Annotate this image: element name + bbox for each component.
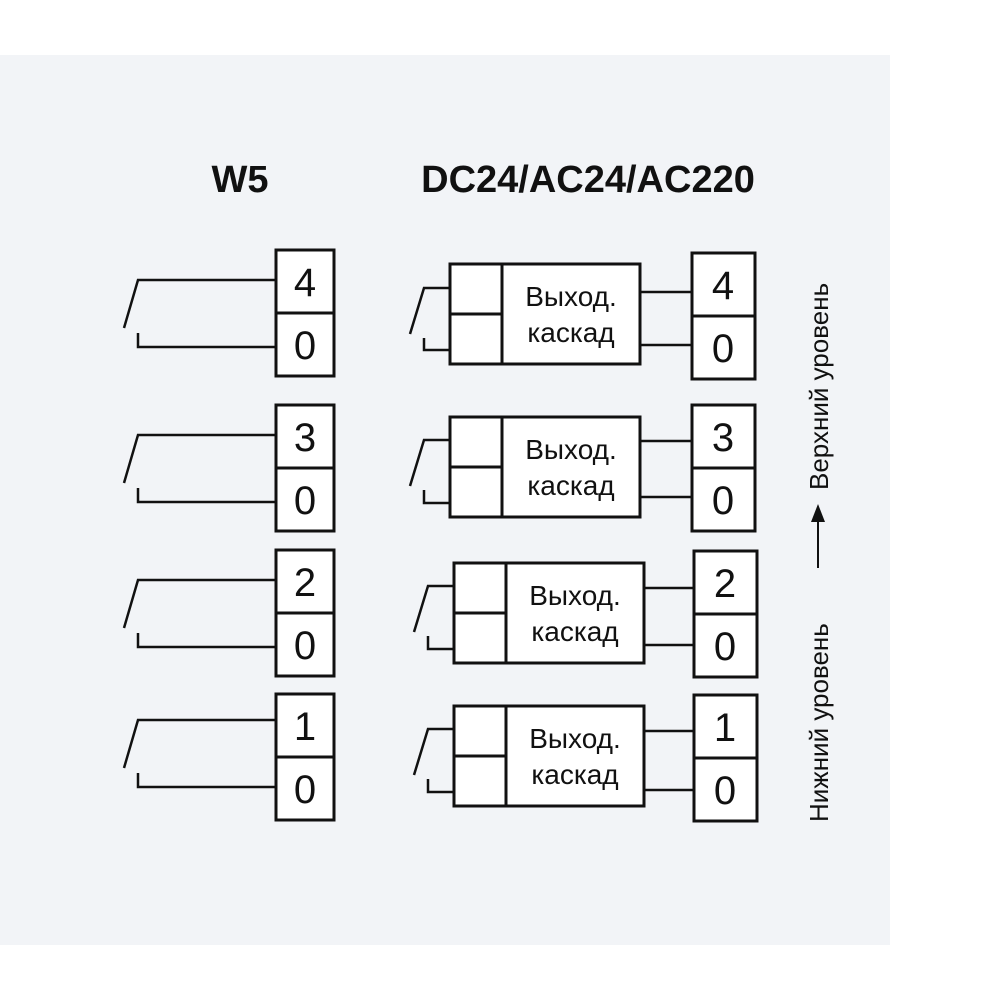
input-terminal-top (452, 704, 508, 758)
terminal-top (274, 248, 336, 315)
terminal-bottom-label: 0 (712, 479, 734, 523)
terminal-bottom (692, 612, 759, 679)
output-stage-box (504, 561, 646, 665)
terminal-bottom (690, 314, 757, 381)
input-terminal-top (448, 262, 504, 316)
terminal-top (274, 692, 336, 759)
switch-contact (412, 584, 454, 633)
terminal-bottom-label: 0 (714, 769, 736, 813)
output-stage-line2: каскад (531, 616, 618, 647)
input-terminal-bottom (448, 465, 504, 519)
terminal-bottom (274, 466, 336, 533)
w5-channel-row: 3 0 (122, 403, 336, 533)
switch-return (136, 633, 276, 649)
output-stage-line1: Выход. (529, 580, 621, 611)
output-stage-line2: каскад (527, 470, 614, 501)
w5-channel-row: 2 0 (122, 548, 336, 678)
terminal-top-label: 3 (712, 416, 734, 460)
terminal-top (692, 549, 759, 616)
terminal-top (692, 693, 759, 760)
output-channel-row: Выход. каскад 3 0 (408, 403, 757, 533)
switch-return (136, 488, 276, 504)
switch-return (422, 338, 450, 352)
terminal-bottom-label: 0 (294, 624, 316, 668)
input-terminal-top (452, 561, 508, 615)
switch-return (426, 636, 454, 651)
terminal-top (690, 403, 757, 470)
switch-contact (408, 438, 450, 487)
terminal-top (690, 251, 757, 318)
terminal-top-label: 1 (294, 705, 316, 749)
switch-return (426, 779, 454, 794)
switch-contact (122, 433, 276, 484)
output-stage-line2: каскад (531, 759, 618, 790)
output-channel-row: Выход. каскад 2 0 (412, 549, 759, 679)
arrow-up-icon (811, 504, 825, 522)
input-terminal-top (448, 415, 504, 469)
w5-channel-row: 4 0 (122, 248, 336, 378)
switch-contact (408, 286, 450, 335)
terminal-bottom (274, 611, 336, 678)
terminal-bottom-label: 0 (294, 324, 316, 368)
switch-return (422, 490, 450, 505)
terminal-bottom-label: 0 (714, 625, 736, 669)
output-channel-row: Выход. каскад 4 0 (408, 251, 757, 381)
terminal-bottom-label: 0 (294, 479, 316, 523)
input-terminal-bottom (452, 611, 508, 665)
switch-contact (122, 578, 276, 629)
terminal-top (274, 403, 336, 470)
switch-contact (122, 718, 276, 769)
terminal-bottom-label: 0 (712, 327, 734, 371)
w5-channel-row: 1 0 (122, 692, 336, 822)
switch-return (136, 333, 276, 349)
title-w5: W5 (212, 159, 269, 201)
output-stage-box (504, 704, 646, 808)
terminal-top-label: 4 (712, 264, 734, 308)
axis-lower-label: Нижний уровень (804, 623, 834, 822)
input-terminal-bottom (452, 754, 508, 808)
switch-contact (412, 727, 454, 776)
terminal-bottom (274, 311, 336, 378)
terminal-bottom (690, 466, 757, 533)
terminal-bottom-label: 0 (294, 768, 316, 812)
output-stage-line1: Выход. (525, 281, 617, 312)
terminal-top-label: 2 (714, 562, 736, 606)
axis-upper-label: Верхний уровень (804, 283, 834, 490)
title-voltage: DC24/AC24/AC220 (421, 159, 755, 201)
output-stage-line1: Выход. (529, 723, 621, 754)
terminal-top-label: 4 (294, 261, 316, 305)
output-stage-box (500, 415, 642, 519)
output-stage-line1: Выход. (525, 434, 617, 465)
input-terminal-bottom (448, 312, 504, 366)
output-stage-box (500, 262, 642, 366)
terminal-top-label: 2 (294, 561, 316, 605)
terminal-top-label: 1 (714, 706, 736, 750)
terminal-top-label: 3 (294, 416, 316, 460)
output-channel-row: Выход. каскад 1 0 (412, 693, 759, 823)
output-stage-line2: каскад (527, 317, 614, 348)
switch-contact (122, 278, 276, 329)
terminal-bottom (274, 755, 336, 822)
switch-return (136, 773, 276, 789)
